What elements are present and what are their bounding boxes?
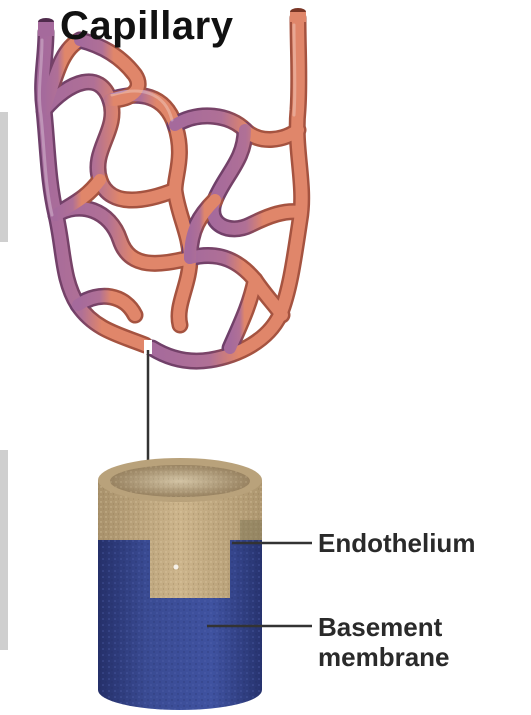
- capillary-cross-section: [98, 458, 262, 710]
- label-basement-membrane: Basement membrane: [318, 612, 450, 672]
- label-basement-line2: membrane: [318, 642, 450, 672]
- label-basement-line1: Basement: [318, 612, 450, 642]
- diagram-title: Capillary: [60, 4, 233, 49]
- label-endothelium: Endothelium: [318, 528, 475, 558]
